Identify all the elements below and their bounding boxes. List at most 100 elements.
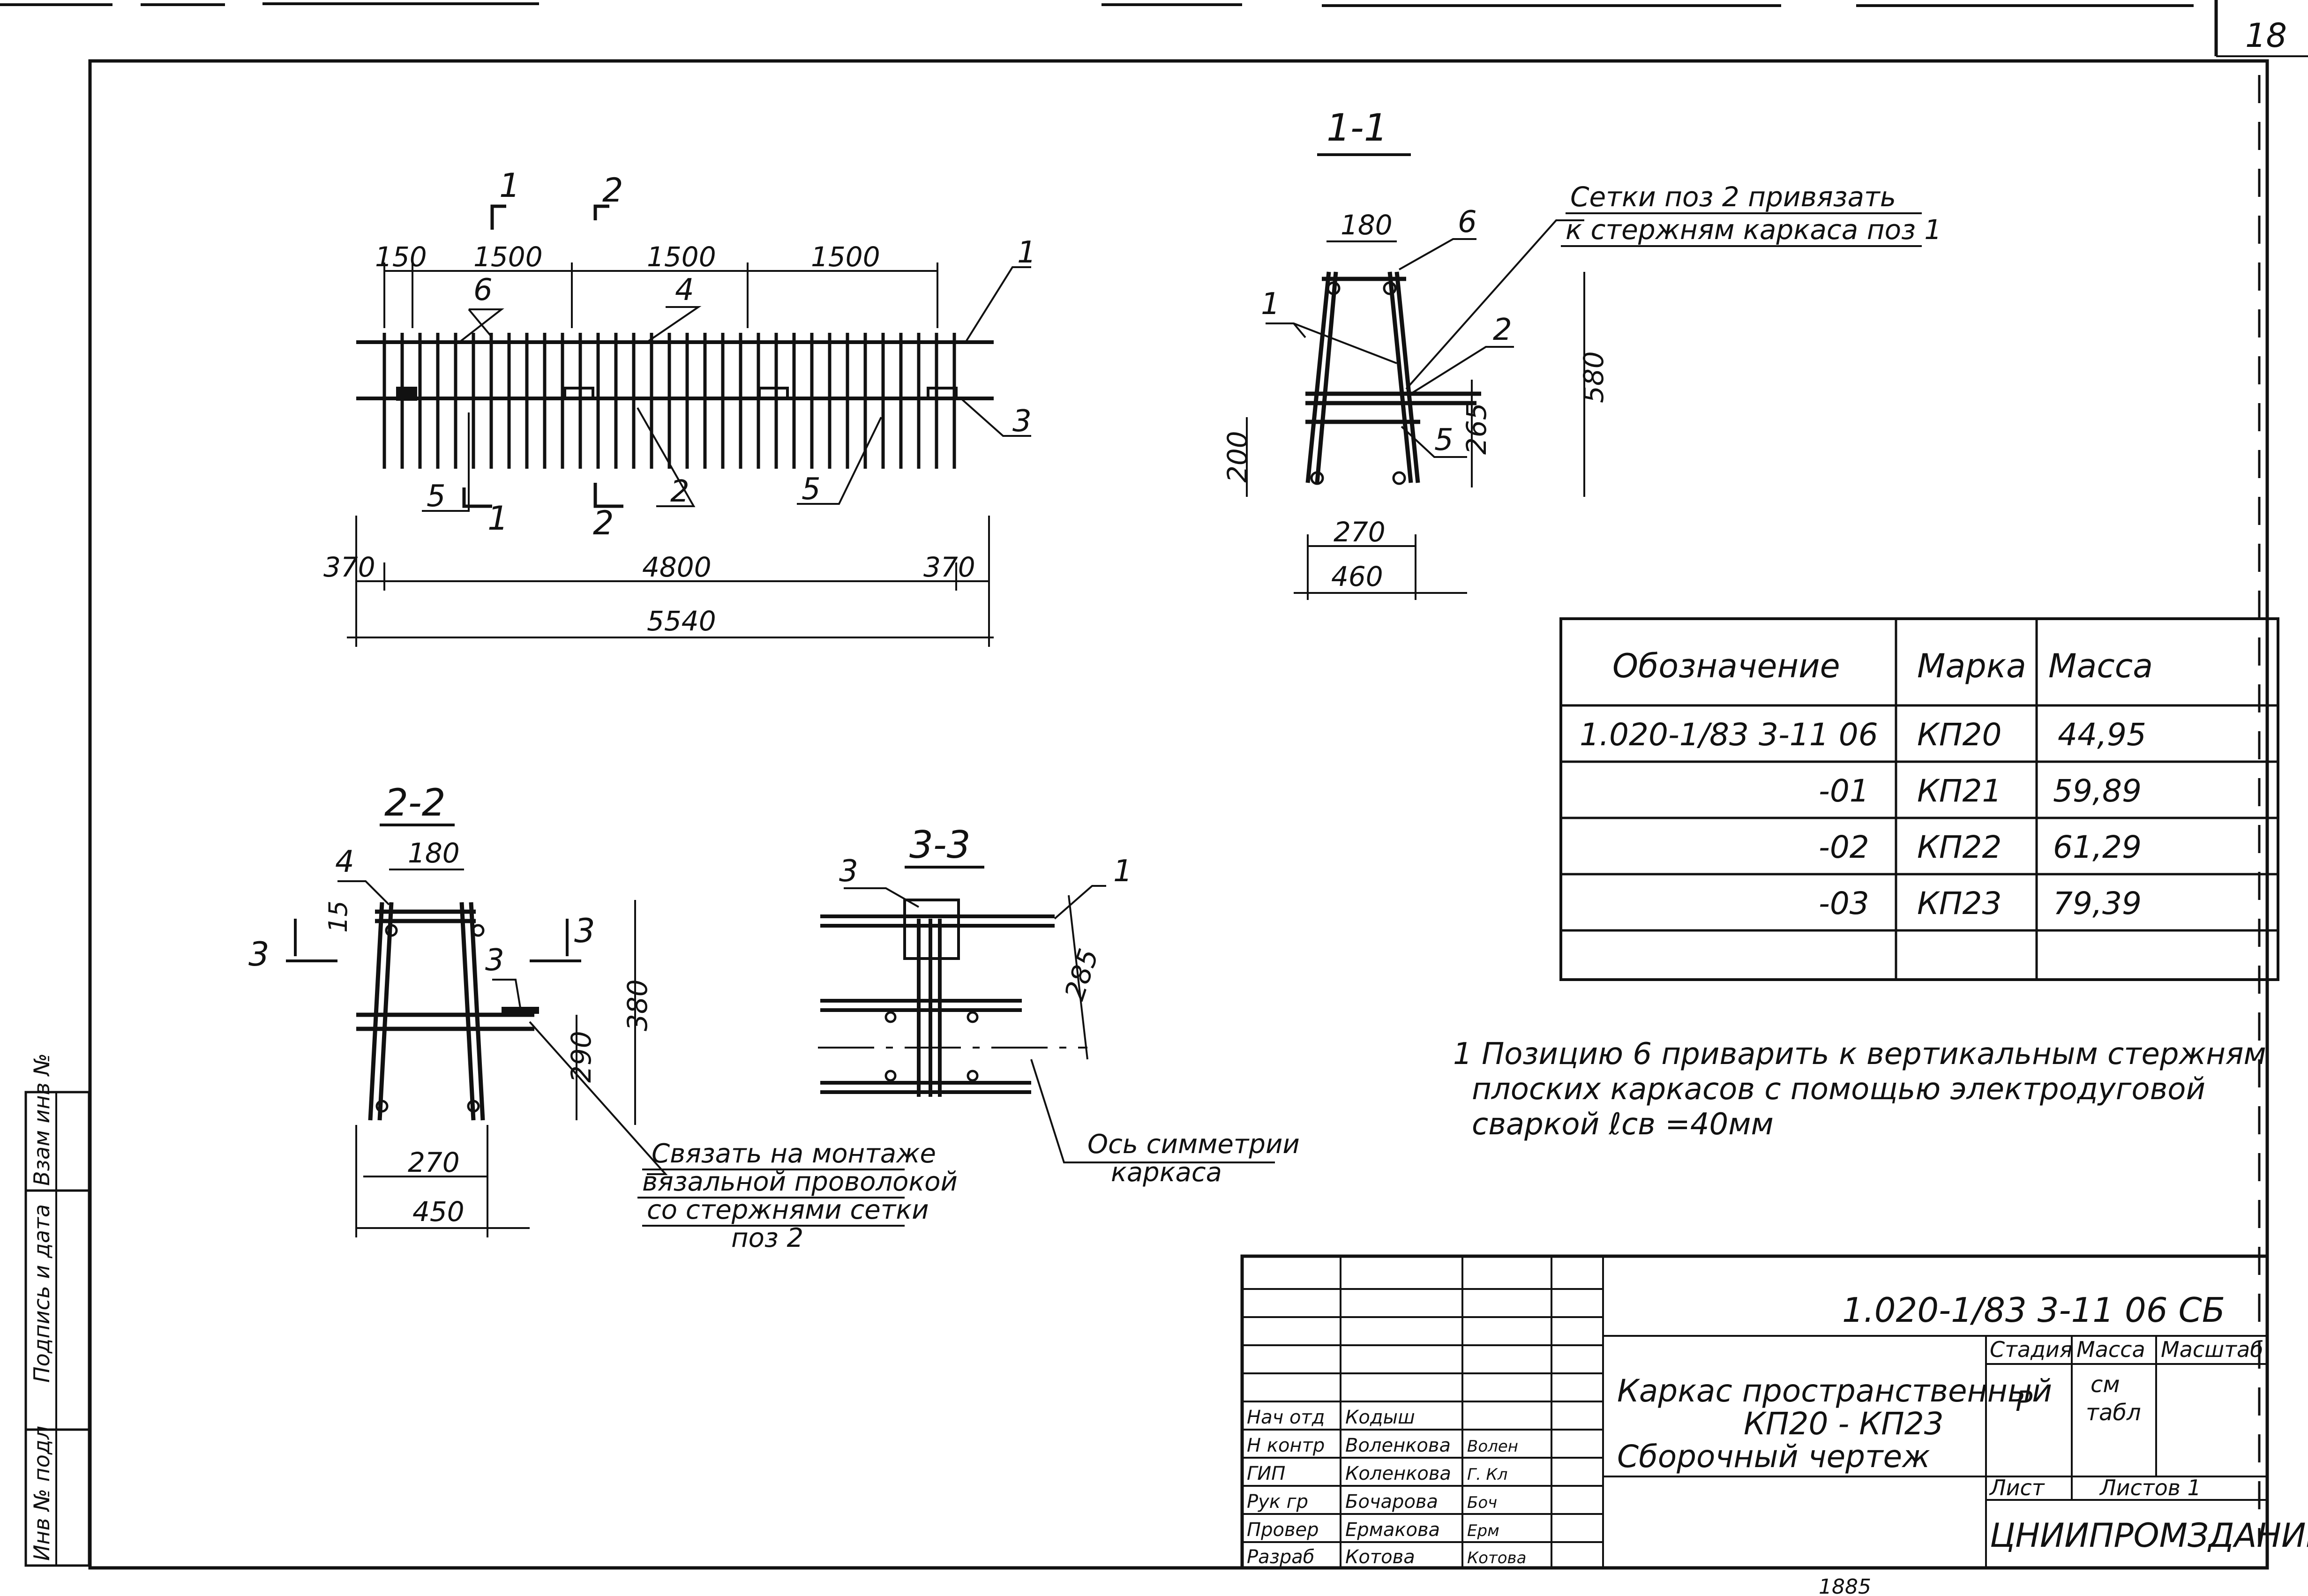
top-edge-lines [0,2,2194,7]
sheets-label: Листов 1 [2099,1475,2201,1500]
leader-5-a: 5 [427,479,446,514]
bottom-number: 1885 [1819,1575,1871,1596]
staff-sign-5: Ерм [1467,1521,1499,1540]
cut-mark-1-bottom: 1 [487,499,509,538]
general-note: 1 Позицию 6 приварить к вертикальным сте… [1453,1037,2266,1142]
mass-value-1: см [2091,1371,2120,1398]
table-row-1-mass: 44,95 [2058,717,2146,753]
leader-2: 2 [670,474,689,509]
s33-leader-1: 1 [1113,854,1132,889]
cut-mark-2-top: 2 [602,171,623,210]
col-stage: Стадия [1990,1337,2072,1362]
section-3-3-title: 3-3 [909,823,971,867]
title-block: 1.020-1/83 3-11 06 СБ Каркас пространств… [1240,1254,2308,1596]
s11-dim-180: 180 [1341,209,1393,241]
staff-role-5: Провер [1247,1519,1319,1541]
cut-mark-3-right: 3 [574,912,595,950]
col-scale: Масштаб [2161,1337,2263,1362]
s22-note-line4: поз 2 [731,1223,803,1253]
note-line-3: сваркой ℓсв =40мм [1472,1107,1774,1142]
sheet-number-box: 18 [2214,0,2308,57]
staff-sign-2: Волен [1467,1437,1518,1456]
staff-name-3: Коленкова [1345,1463,1451,1484]
plan-view: 150 1500 1500 1500 1 2 1 2 6 4 1 3 5 2 5 [323,166,1036,647]
s22-dim-270: 270 [408,1146,460,1178]
mass-value-2: табл [2086,1400,2141,1426]
section-3-3: 3-3 285 3 1 Ось симметрии каркаса [818,823,1300,1188]
section-1-1-title: 1-1 [1326,106,1388,150]
organization: ЦНИИПРОМЗДАНИЙ [1990,1516,2308,1555]
s11-leader-1: 1 [1261,287,1280,322]
s22-dim-15: 15 [323,900,353,933]
dim-150: 150 [375,241,427,273]
title-block-code: 1.020-1/83 3-11 06 СБ [1842,1290,2225,1330]
s22-leader-4: 4 [335,845,354,879]
cut-mark-3-left: 3 [248,935,270,974]
title-line-1: Каркас пространственный [1617,1373,2052,1409]
staff-name-2: Воленкова [1345,1435,1451,1456]
table-row-4-designation: -03 [1819,885,1869,922]
drawing-frame [88,59,2269,1570]
stamp-inv-orig: Инв № подл [29,1426,54,1561]
leader-5-b: 5 [802,472,821,507]
table-row-3-mark: КП22 [1917,829,2001,865]
staff-role-2: Н контр [1247,1435,1325,1456]
table-row-1-mark: КП20 [1917,717,2001,753]
s22-note-line1: Связать на монтаже [652,1139,936,1169]
table-row-4-mark: КП23 [1917,885,2001,922]
staff-name-5: Ермакова [1345,1519,1440,1541]
dim-1500-b: 1500 [647,241,716,273]
title-line-3: Сборочный чертеж [1617,1439,1930,1475]
table-row-1-designation: 1.020-1/83 3-11 06 [1580,717,1878,753]
table-row-4-mass: 79,39 [2053,885,2142,922]
section-1-1: 1-1 180 580 265 200 270 460 [1221,106,1941,600]
leader-4: 4 [675,273,694,307]
staff-name-6: Котова [1345,1546,1415,1568]
side-stamp: Взам инв № Подпись и дата Инв № подл [24,1053,90,1567]
cut-mark-2-bottom: 2 [593,504,614,542]
staff-name-1: Кодыш [1345,1407,1415,1428]
table-row-3-mass: 61,29 [2053,829,2142,865]
table-row-2-designation: -01 [1819,773,1869,809]
stamp-replace-inv: Взам инв № [29,1053,54,1186]
s11-leader-6: 6 [1458,205,1477,240]
staff-sign-6: Котова [1467,1549,1526,1567]
dim-4800: 4800 [642,551,712,583]
table-header-mass: Масса [2048,647,2153,685]
table-row-2-mass: 59,89 [2053,773,2142,809]
staff-role-1: Нач отд [1247,1407,1325,1428]
leader-1: 1 [1017,235,1036,270]
s11-dim-265: 265 [1461,403,1492,455]
sheet-number: 18 [2245,16,2287,55]
s11-leader-5: 5 [1434,423,1454,457]
cut-mark-1-top: 1 [499,166,520,205]
spec-table: Обозначение Марка Масса 1.020-1/83 3-11 … [1559,617,2279,981]
staff-sign-3: Г. Кл [1467,1465,1507,1484]
dim-1500-a: 1500 [473,241,543,273]
s33-dim-285: 285 [1058,945,1105,1004]
dim-5540: 5540 [647,605,716,637]
staff-role-4: Рук гр [1247,1491,1308,1513]
s22-note-line3: со стержнями сетки [647,1195,929,1225]
leader-6: 6 [473,273,493,307]
stage-value: Р [2016,1385,2033,1418]
s22-dim-380: 380 [622,979,653,1031]
s33-axis-note-line1: Ось симметрии [1087,1129,1300,1160]
staff-role-3: ГИП [1247,1463,1285,1484]
table-header-designation: Обозначение [1612,647,1840,685]
staff-name-4: Бочарова [1345,1491,1438,1513]
section-2-2: 2-2 3 3 180 15 380 290 [248,781,958,1253]
dim-370-left: 370 [323,551,375,583]
s11-dim-580: 580 [1578,351,1610,403]
section-2-2-title: 2-2 [384,781,446,824]
s11-dim-200: 200 [1221,431,1253,483]
note-line-1: 1 Позицию 6 приварить к вертикальным сте… [1453,1037,2266,1071]
col-mass: Масса [2076,1337,2145,1362]
dim-370-right: 370 [923,551,975,583]
s11-dim-460: 460 [1331,561,1383,592]
stamp-sign-date: Подпись и дата [29,1204,54,1383]
staff-role-6: Разраб [1247,1546,1314,1568]
table-row-3-designation: -02 [1819,829,1869,865]
staff-sign-4: Боч [1467,1493,1497,1512]
